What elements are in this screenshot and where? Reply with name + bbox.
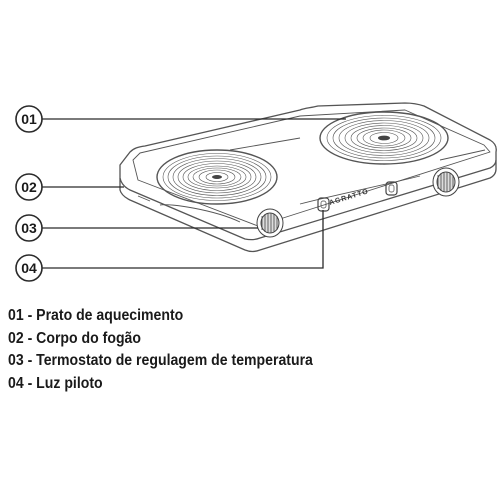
callout-number: 01 [21,111,37,127]
pilot-light-right [385,181,398,196]
legend-separator: - [23,329,37,347]
legend-item: 03 - Termostato de regulagem de temperat… [8,350,313,373]
legend-label: Corpo do fogão [36,329,141,347]
parts-legend: 01 - Prato de aquecimento 02 - Corpo do … [8,305,354,395]
callout-04: 04 [15,254,43,282]
callout-02: 02 [15,173,43,201]
legend-separator: - [23,307,37,324]
stove-body [119,102,497,253]
callout-number: 03 [21,220,37,236]
legend-label: Termostato de regulagem de temperatura [36,352,313,369]
legend-item: 02 - Corpo do fogão [8,328,313,351]
legend-item: 01 - Prato de aquecimento [8,305,313,328]
callout-03: 03 [15,214,43,242]
callout-number: 02 [21,179,37,195]
thermostat-knob-right [432,167,460,197]
pilot-light [317,197,330,212]
leader-line-04 [42,210,324,269]
legend-item: 04 - Luz piloto [8,373,313,396]
brand-label: AGRATTO [329,188,370,207]
callout-number: 04 [21,260,37,276]
legend-label: Luz piloto [36,374,103,392]
legend-number: 01 [8,307,24,324]
legend-number: 04 [8,374,24,392]
left-heating-plate [156,149,278,205]
legend-separator: - [23,374,37,392]
legend-label: Prato de aquecimento [36,307,184,324]
callout-01: 01 [15,105,43,133]
legend-number: 02 [8,329,24,347]
legend-separator: - [23,352,37,369]
legend-number: 03 [8,352,24,369]
right-heating-plate [319,111,449,165]
leader-lines [42,118,346,269]
thermostat-knob-left [256,208,284,238]
